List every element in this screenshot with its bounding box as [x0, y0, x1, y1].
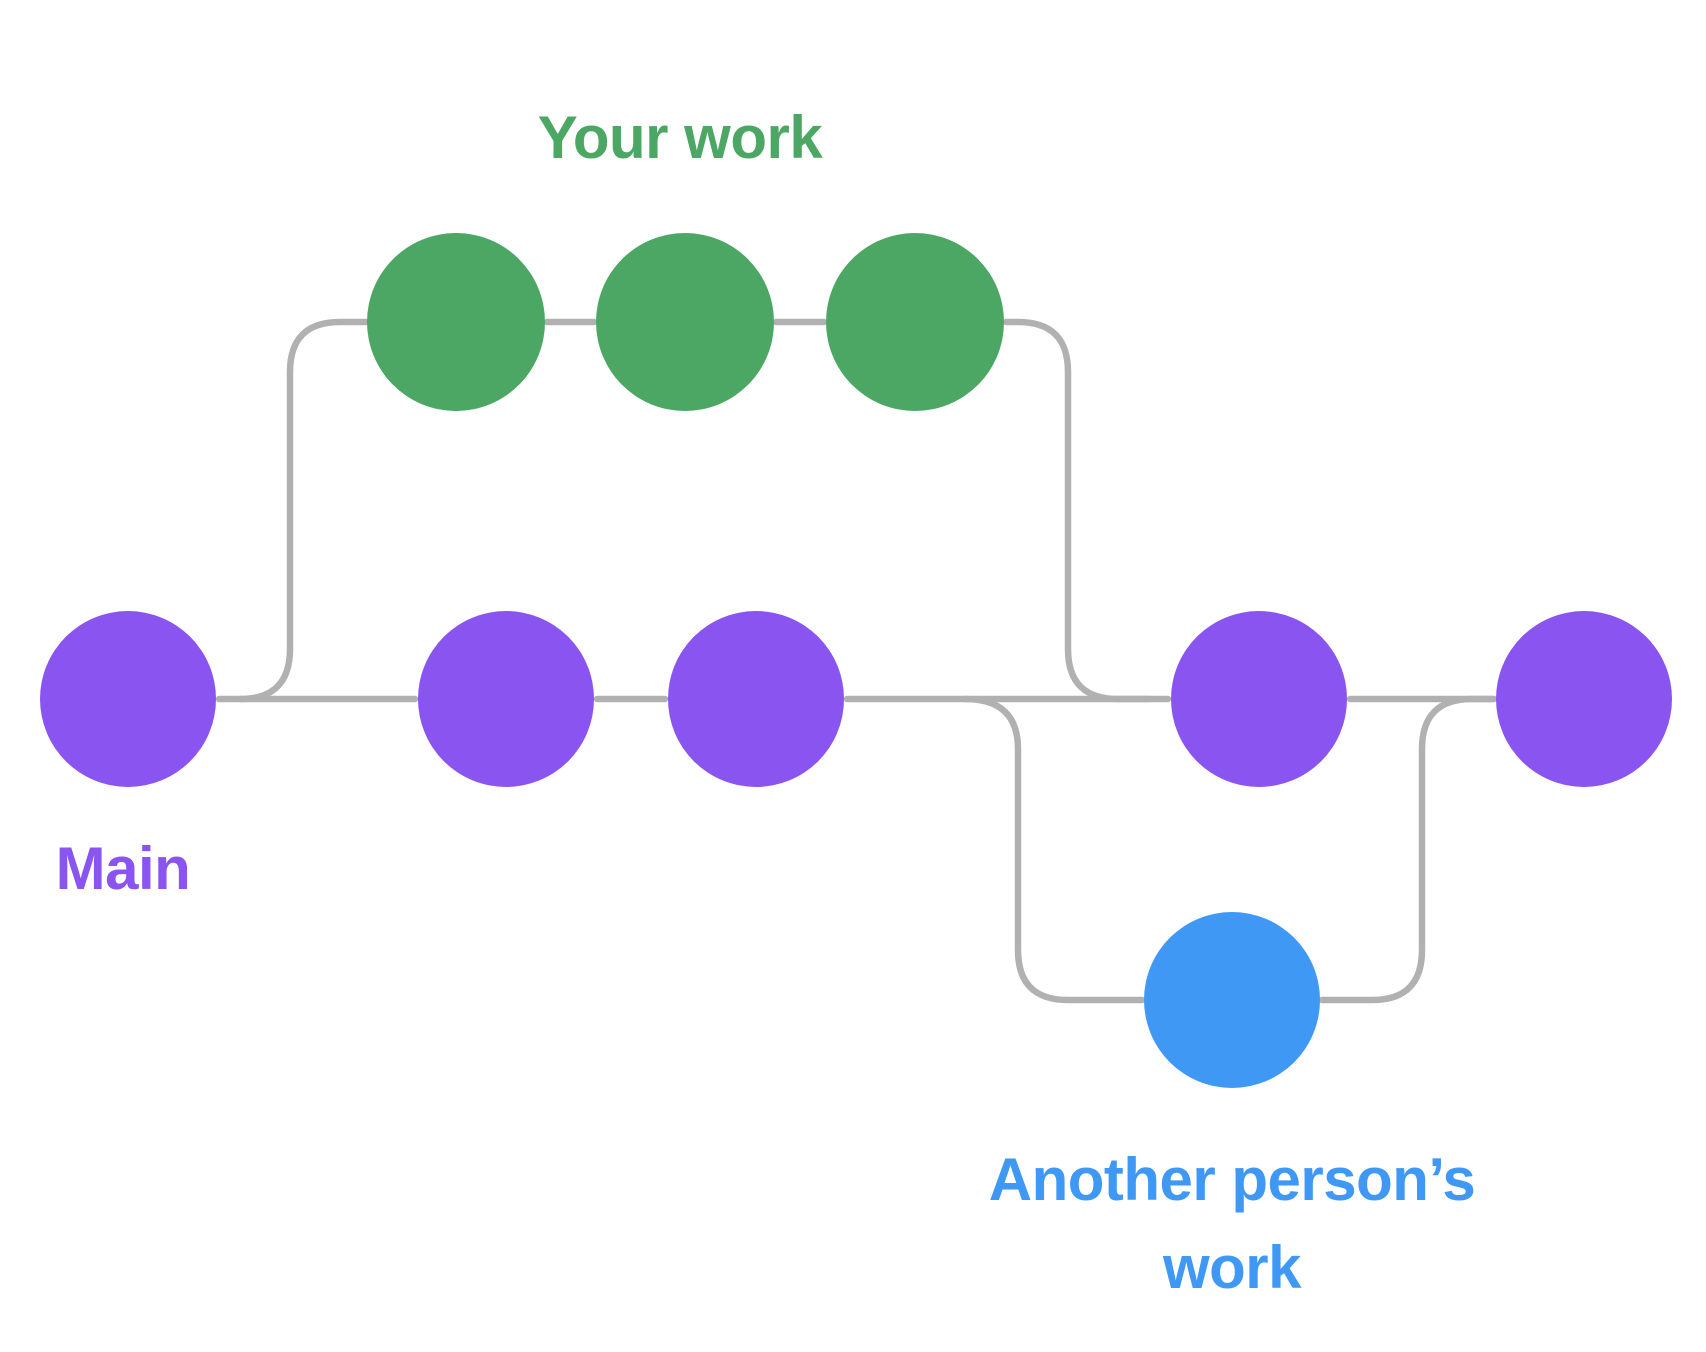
- main-branch-commits: [40, 611, 1672, 787]
- commit-node-main-1: [40, 611, 216, 787]
- another-person-branch-label-line1: Another person’s: [989, 1146, 1476, 1213]
- main-branch-label: Main: [56, 835, 191, 902]
- another-person-branch-commits: [1144, 912, 1320, 1088]
- connector-lines: [215, 318, 1498, 1004]
- commit-node-your-work-3: [826, 233, 1004, 411]
- commit-node-main-2: [418, 611, 594, 787]
- commit-node-main-5: [1496, 611, 1672, 787]
- your-work-branch-commits: [367, 233, 1004, 411]
- your-work-branch-merge-line: [1002, 318, 1154, 703]
- your-work-branch-split-line: [236, 318, 370, 703]
- commit-node-main-4: [1171, 611, 1347, 787]
- your-work-branch-label: Your work: [538, 104, 824, 171]
- commit-node-your-work-2: [596, 233, 774, 411]
- another-person-branch-label-line2: work: [1162, 1234, 1302, 1301]
- another-person-branch-merge-line: [1318, 695, 1498, 1004]
- commit-node-another-person-1: [1144, 912, 1320, 1088]
- commit-node-main-3: [668, 611, 844, 787]
- another-person-branch-split-line: [961, 695, 1146, 1004]
- commit-node-your-work-1: [367, 233, 545, 411]
